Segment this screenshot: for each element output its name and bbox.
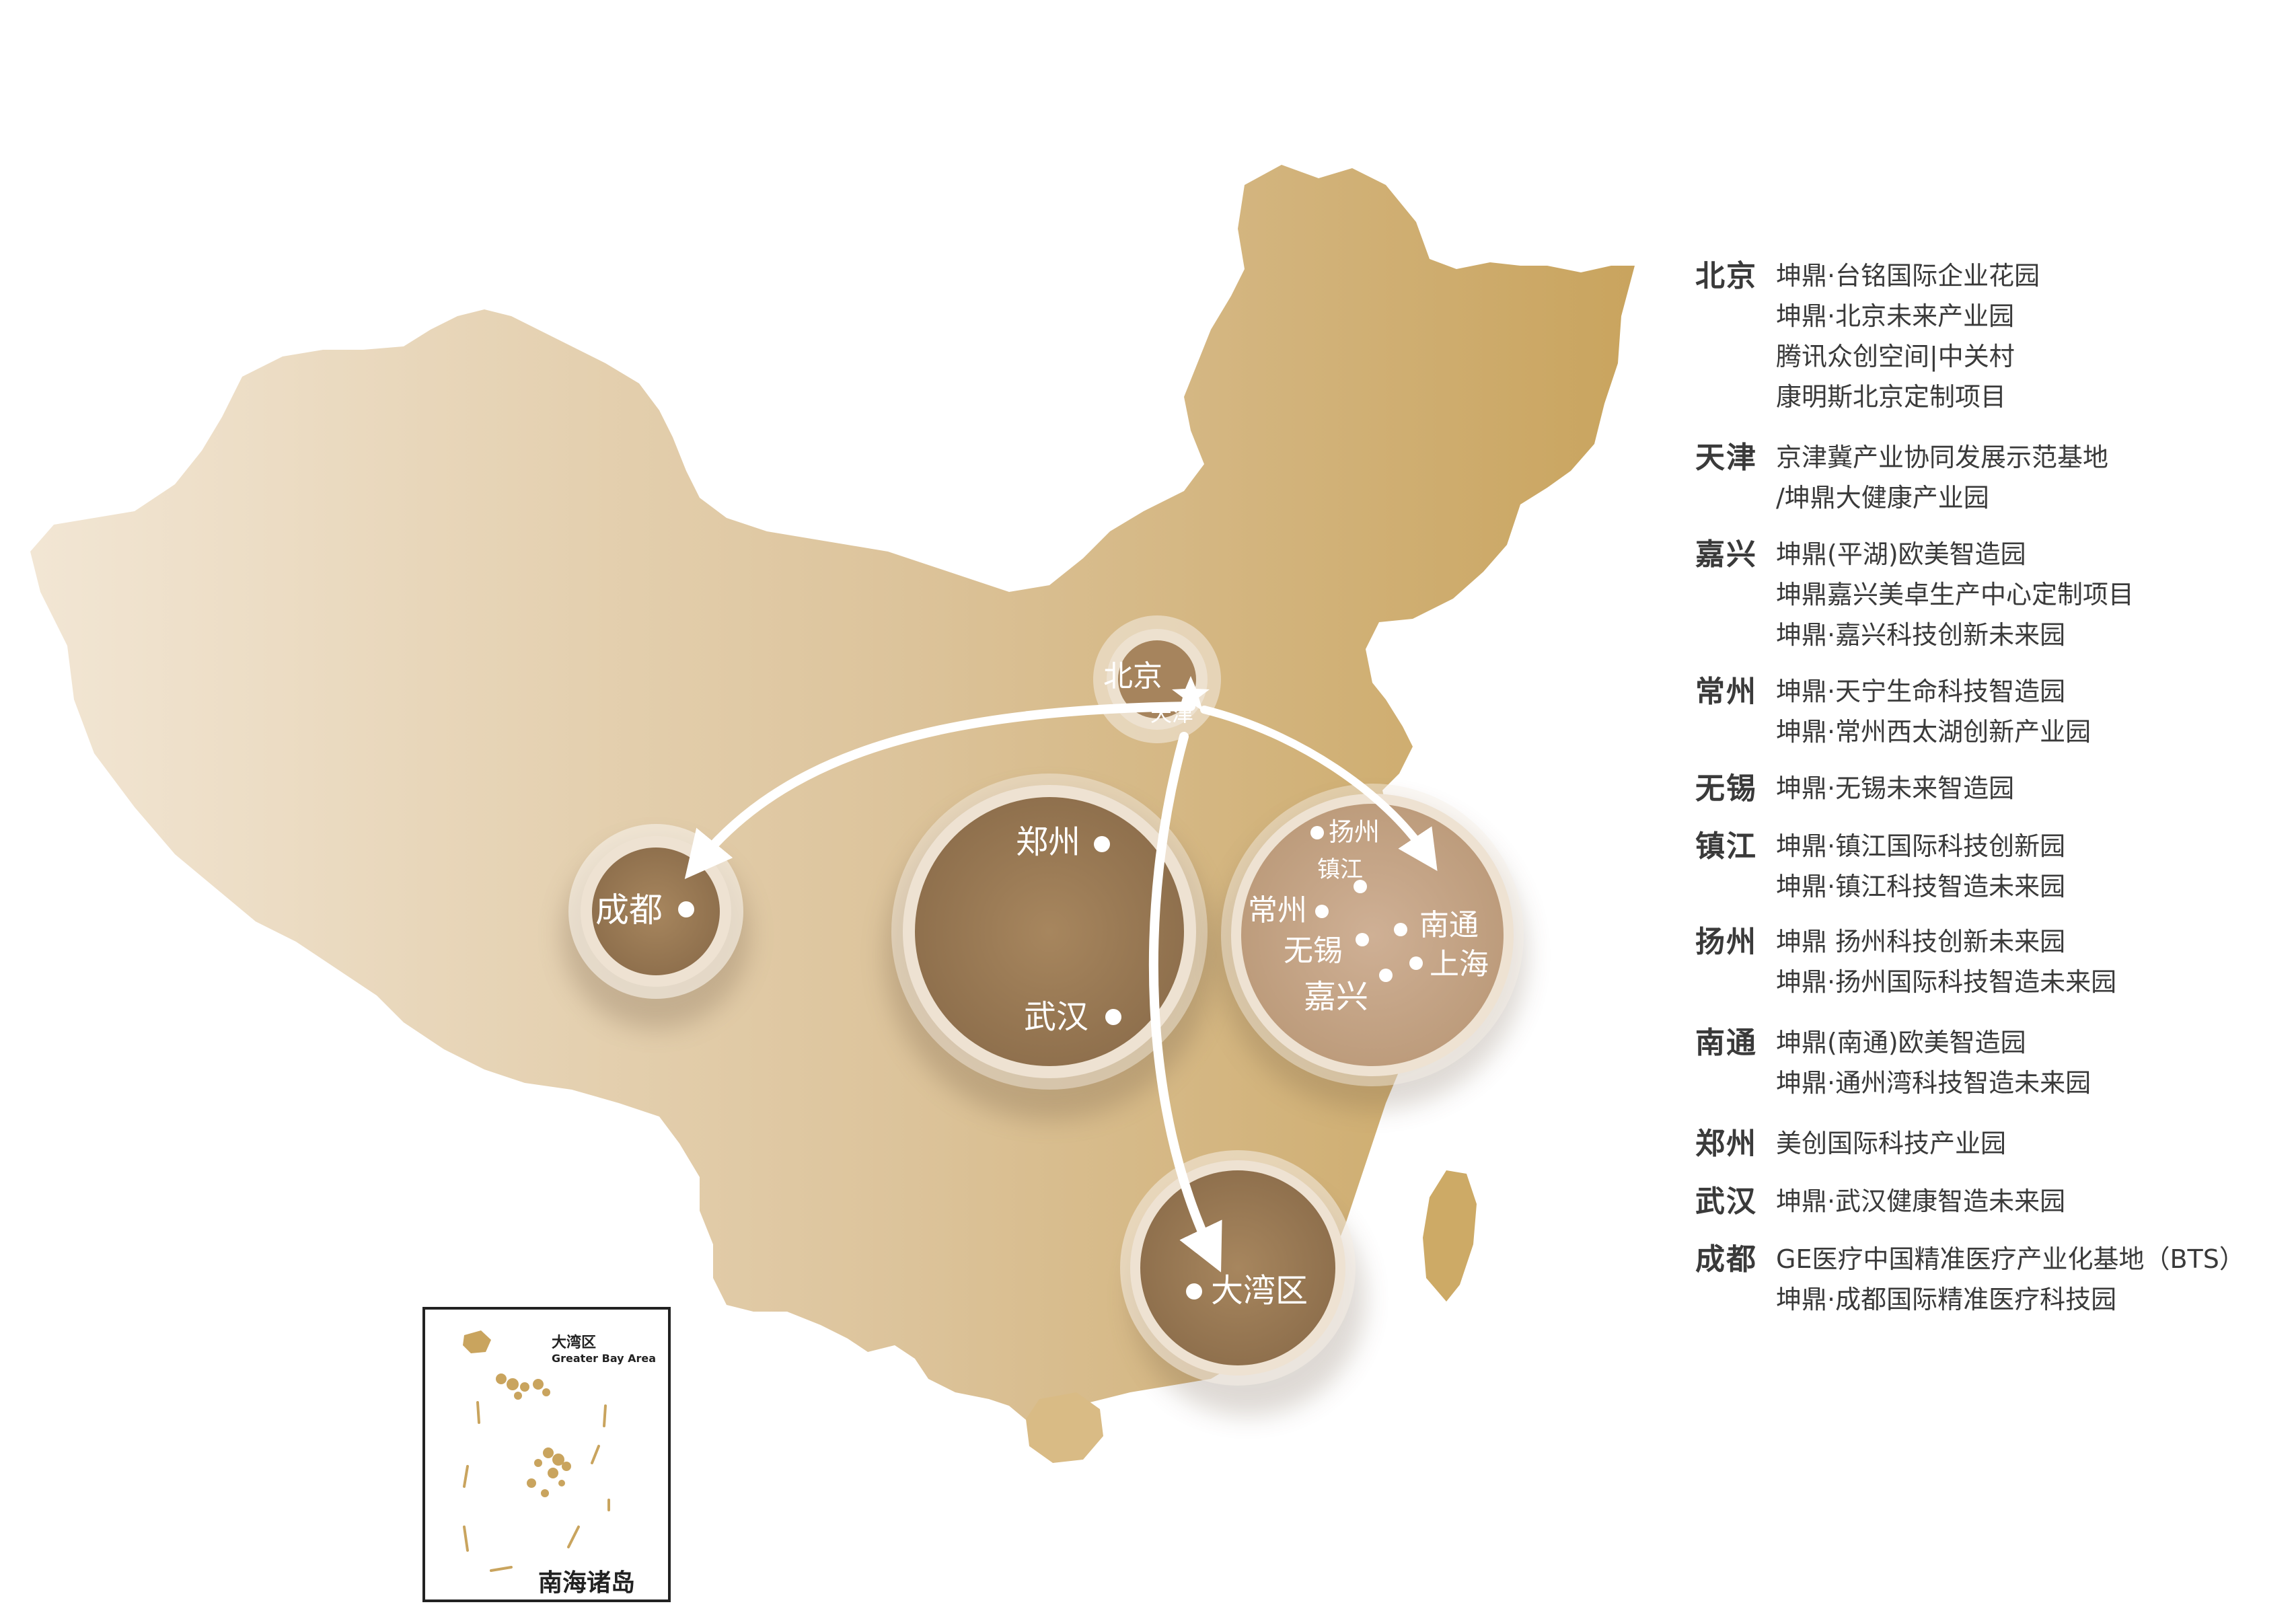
central-circle bbox=[885, 774, 1214, 1120]
label-tianjin: 天津 bbox=[1150, 701, 1193, 726]
legend-project-item: 坤鼎·北京未来产业园 bbox=[1776, 301, 2015, 331]
legend-row: 嘉兴坤鼎(平湖)欧美智造园坤鼎嘉兴美卓生产中心定制项目坤鼎·嘉兴科技创新未来园 bbox=[1695, 534, 2287, 655]
legend-city-name: 武汉 bbox=[1695, 1184, 1757, 1219]
label-bay-area: 大湾区 bbox=[1211, 1272, 1308, 1310]
label-beijing: 北京 bbox=[1103, 659, 1162, 693]
city-dots bbox=[678, 826, 1423, 1300]
legend-project-item: /坤鼎大健康产业园 bbox=[1776, 483, 1989, 513]
beijing-star-icon bbox=[1172, 676, 1210, 711]
legend-project-list: 京津冀产业协同发展示范基地/坤鼎大健康产业园 bbox=[1776, 437, 2287, 518]
legend-row: 常州坤鼎·天宁生命科技智造园坤鼎·常州西太湖创新产业园 bbox=[1695, 671, 2287, 752]
legend-project-item: 坤鼎·镇江国际科技创新园 bbox=[1776, 831, 2066, 861]
nantong-dot bbox=[1394, 923, 1407, 936]
label-shanghai: 上海 bbox=[1430, 947, 1489, 981]
inset-dash-line bbox=[463, 1401, 610, 1572]
bayarea-dot bbox=[1186, 1283, 1202, 1300]
yangzhou-dot bbox=[1310, 826, 1324, 839]
label-zhengzhou: 郑州 bbox=[1016, 823, 1080, 861]
legend-project-list: 坤鼎 扬州科技创新未来园坤鼎·扬州国际科技智造未来园 bbox=[1776, 921, 2287, 1002]
legend-project-item: 坤鼎·嘉兴科技创新未来园 bbox=[1776, 620, 2066, 650]
route-arrows bbox=[684, 702, 1438, 1273]
legend-row: 北京坤鼎·台铭国际企业花园坤鼎·北京未来产业园腾讯众创空间|中关村康明斯北京定制… bbox=[1695, 256, 2287, 417]
legend-project-list: 美创国际科技产业园 bbox=[1776, 1123, 2287, 1164]
legend-project-item: 坤鼎 扬州科技创新未来园 bbox=[1776, 927, 2066, 956]
china-mainland bbox=[30, 165, 1635, 1439]
inset-title-cn: 大湾区 bbox=[552, 1334, 596, 1351]
chengdu-dot bbox=[678, 901, 694, 917]
label-wuhan: 武汉 bbox=[1024, 998, 1088, 1036]
legend-project-item: 坤鼎·镇江科技智造未来园 bbox=[1776, 872, 2066, 901]
legend-project-item: 坤鼎(平湖)欧美智造园 bbox=[1776, 539, 2026, 569]
legend-project-item: 坤鼎·成都国际精准医疗科技园 bbox=[1776, 1285, 2117, 1314]
legend-project-list: 坤鼎·天宁生命科技智造园坤鼎·常州西太湖创新产业园 bbox=[1776, 671, 2287, 752]
legend-project-item: 坤鼎(南通)欧美智造园 bbox=[1776, 1028, 2026, 1057]
label-jiaxing: 嘉兴 bbox=[1304, 978, 1368, 1016]
legend-project-item: 坤鼎·扬州国际科技智造未来园 bbox=[1776, 967, 2117, 997]
inset-title-en: Greater Bay Area bbox=[552, 1352, 656, 1365]
legend-city-name: 成都 bbox=[1695, 1242, 1757, 1277]
project-legend: 北京坤鼎·台铭国际企业花园坤鼎·北京未来产业园腾讯众创空间|中关村康明斯北京定制… bbox=[1695, 256, 2287, 1320]
legend-row: 南通坤鼎(南通)欧美智造园坤鼎·通州湾科技智造未来园 bbox=[1695, 1022, 2287, 1103]
label-changzhou: 常州 bbox=[1248, 893, 1307, 928]
legend-project-item: 坤鼎·武汉健康智造未来园 bbox=[1776, 1187, 2066, 1216]
legend-project-item: GE医疗中国精准医疗产业化基地（BTS） bbox=[1776, 1244, 2245, 1274]
shanghai-dot bbox=[1409, 956, 1423, 970]
zhenjiang-dot bbox=[1354, 880, 1367, 893]
legend-project-item: 坤鼎·常州西太湖创新产业园 bbox=[1776, 717, 2091, 747]
label-wuxi: 无锡 bbox=[1284, 934, 1343, 968]
legend-project-item: 坤鼎·无锡未来智造园 bbox=[1776, 774, 2015, 803]
legend-row: 无锡坤鼎·无锡未来智造园 bbox=[1695, 768, 2287, 810]
zhengzhou-dot bbox=[1094, 836, 1110, 852]
legend-row: 天津京津冀产业协同发展示范基地/坤鼎大健康产业园 bbox=[1695, 437, 2287, 518]
legend-project-item: 坤鼎·台铭国际企业花园 bbox=[1776, 261, 2040, 291]
legend-project-item: 康明斯北京定制项目 bbox=[1776, 382, 2007, 412]
arrow-beijing-shanghai bbox=[1200, 706, 1438, 871]
label-yangzhou: 扬州 bbox=[1329, 817, 1380, 847]
legend-project-list: 坤鼎·台铭国际企业花园坤鼎·北京未来产业园腾讯众创空间|中关村康明斯北京定制项目 bbox=[1776, 256, 2287, 417]
legend-project-list: 坤鼎·镇江国际科技创新园坤鼎·镇江科技智造未来园 bbox=[1776, 826, 2287, 907]
arrow-beijing-chengdu bbox=[684, 702, 1195, 880]
legend-city-name: 郑州 bbox=[1695, 1127, 1757, 1161]
wuxi-dot bbox=[1356, 933, 1369, 946]
inset-hainan-island bbox=[463, 1330, 491, 1353]
legend-project-list: GE医疗中国精准医疗产业化基地（BTS） 坤鼎·成都国际精准医疗科技园 bbox=[1776, 1239, 2287, 1320]
legend-row: 扬州坤鼎 扬州科技创新未来园坤鼎·扬州国际科技智造未来园 bbox=[1695, 921, 2287, 1002]
legend-city-name: 扬州 bbox=[1695, 925, 1757, 959]
legend-project-item: 美创国际科技产业园 bbox=[1776, 1129, 2007, 1158]
legend-project-item: 腾讯众创空间|中关村 bbox=[1776, 342, 2015, 371]
legend-row: 成都 GE医疗中国精准医疗产业化基地（BTS） 坤鼎·成都国际精准医疗科技园 bbox=[1695, 1239, 2287, 1320]
arrow-beijing-bayarea bbox=[1148, 732, 1222, 1273]
legend-city-name: 镇江 bbox=[1695, 829, 1757, 864]
legend-project-item: 坤鼎·天宁生命科技智造园 bbox=[1776, 677, 2066, 706]
wuhan-dot bbox=[1105, 1009, 1121, 1025]
legend-project-item: 坤鼎嘉兴美卓生产中心定制项目 bbox=[1776, 580, 2135, 609]
hainan-island bbox=[1026, 1392, 1103, 1463]
changzhou-dot bbox=[1315, 905, 1329, 918]
legend-project-list: 坤鼎(平湖)欧美智造园坤鼎嘉兴美卓生产中心定制项目坤鼎·嘉兴科技创新未来园 bbox=[1776, 534, 2287, 655]
legend-city-name: 南通 bbox=[1695, 1026, 1757, 1060]
taiwan-island bbox=[1423, 1170, 1477, 1302]
legend-row: 镇江坤鼎·镇江国际科技创新园坤鼎·镇江科技智造未来园 bbox=[1695, 826, 2287, 907]
yangtze-delta-circle bbox=[1218, 784, 1527, 1110]
inset-caption: 南海诸岛 bbox=[538, 1569, 635, 1597]
legend-row: 武汉坤鼎·武汉健康智造未来园 bbox=[1695, 1181, 2287, 1223]
label-chengdu: 成都 bbox=[595, 891, 663, 930]
legend-city-name: 常州 bbox=[1695, 675, 1757, 709]
inset-islands bbox=[496, 1373, 571, 1497]
legend-city-name: 天津 bbox=[1695, 441, 1757, 475]
south-china-sea-inset: 大湾区 Greater Bay Area 南海诸岛 bbox=[422, 1307, 671, 1602]
legend-project-list: 坤鼎(南通)欧美智造园坤鼎·通州湾科技智造未来园 bbox=[1776, 1022, 2287, 1103]
legend-project-list: 坤鼎·无锡未来智造园 bbox=[1776, 768, 2287, 808]
legend-city-name: 嘉兴 bbox=[1695, 537, 1757, 572]
legend-project-item: 京津冀产业协同发展示范基地 bbox=[1776, 443, 2109, 472]
legend-row: 郑州美创国际科技产业园 bbox=[1695, 1123, 2287, 1165]
legend-city-name: 无锡 bbox=[1695, 771, 1757, 806]
label-zhenjiang: 镇江 bbox=[1317, 856, 1363, 883]
legend-city-name: 北京 bbox=[1695, 259, 1757, 293]
legend-project-item: 坤鼎·通州湾科技智造未来园 bbox=[1776, 1068, 2091, 1098]
legend-project-list: 坤鼎·武汉健康智造未来园 bbox=[1776, 1181, 2287, 1221]
label-nantong: 南通 bbox=[1419, 908, 1479, 942]
jiaxing-dot bbox=[1379, 969, 1393, 982]
